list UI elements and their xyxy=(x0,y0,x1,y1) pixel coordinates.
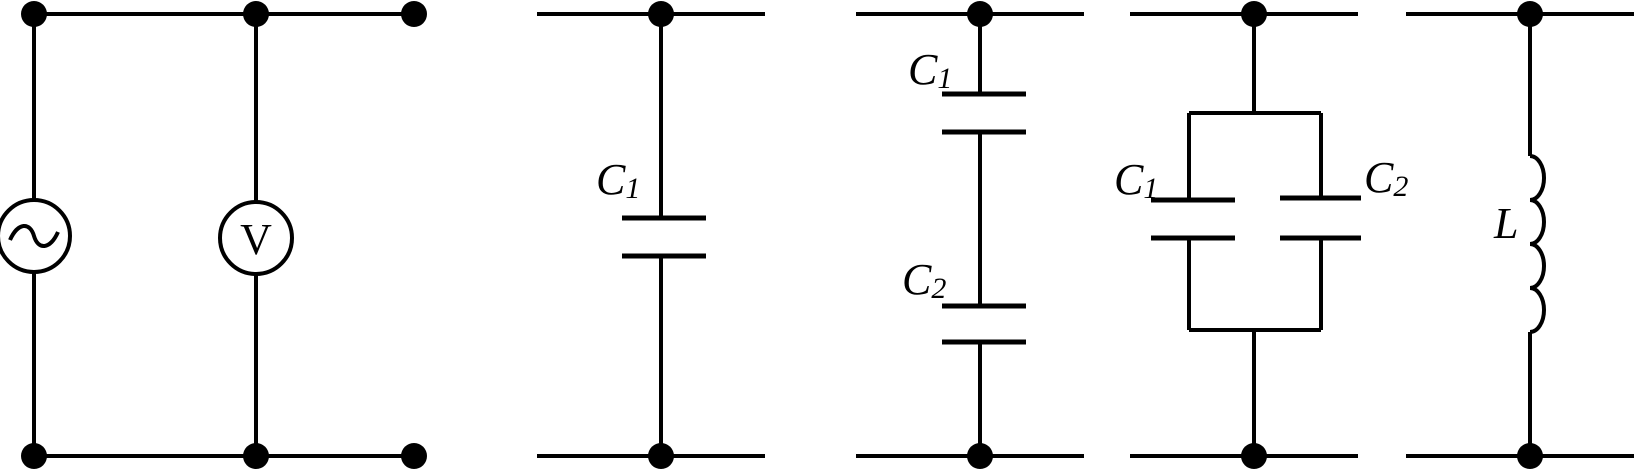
junction-dot xyxy=(648,1,674,27)
label-subscript: 2 xyxy=(1393,170,1408,203)
inductor-panel: L xyxy=(1406,1,1634,469)
junction-dot xyxy=(243,1,269,27)
capacitor-c2-label: C2 xyxy=(902,255,946,305)
series-capacitors-panel: C1 C2 xyxy=(856,1,1084,469)
junction-dot xyxy=(21,1,47,27)
label-main: C xyxy=(902,255,932,304)
label-subscript: 1 xyxy=(1143,172,1158,205)
capacitor-c1-label: C1 xyxy=(1114,155,1158,205)
junction-dot xyxy=(1517,443,1543,469)
single-capacitor-panel: C1 xyxy=(537,1,765,469)
junction-dot xyxy=(967,1,993,27)
inductor-l-label: L xyxy=(1493,199,1518,248)
junction-dot xyxy=(1241,443,1267,469)
junction-dot xyxy=(967,443,993,469)
capacitor-c1-label: C1 xyxy=(908,45,952,95)
label-main: C xyxy=(1114,155,1144,204)
junction-dot xyxy=(1241,1,1267,27)
label-subscript: 1 xyxy=(937,62,952,95)
junction-dot xyxy=(1517,1,1543,27)
source-panel: V xyxy=(0,1,427,469)
terminal-dot xyxy=(401,1,427,27)
ac-source-icon xyxy=(0,198,72,274)
capacitor-c2-label: C2 xyxy=(1364,153,1408,203)
label-main: C xyxy=(908,45,938,94)
inductor-coil-icon xyxy=(1529,154,1546,334)
junction-dot xyxy=(243,443,269,469)
label-main: C xyxy=(596,155,626,204)
capacitor-c1-label: C1 xyxy=(596,155,640,205)
junction-dot xyxy=(648,443,674,469)
junction-dot xyxy=(21,443,47,469)
label-main: C xyxy=(1364,153,1394,202)
voltmeter-letter: V xyxy=(240,215,272,264)
tilde-icon xyxy=(8,224,60,248)
terminal-dot xyxy=(401,443,427,469)
voltmeter-icon: V xyxy=(218,200,294,276)
label-subscript: 1 xyxy=(625,172,640,205)
label-subscript: 2 xyxy=(931,272,946,305)
parallel-capacitors-panel: C1 C2 xyxy=(1114,1,1408,469)
